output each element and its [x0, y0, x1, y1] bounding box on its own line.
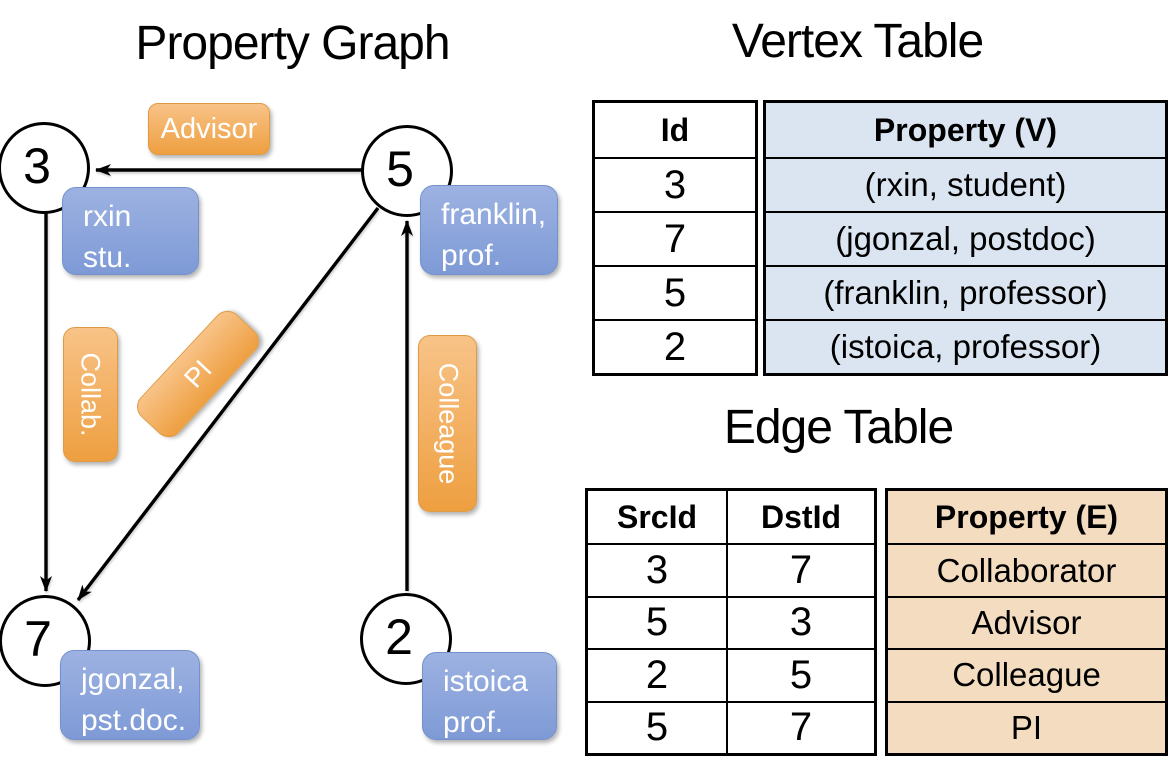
edge-dstid-cell: 5	[726, 648, 874, 701]
property-line: pst.doc.	[81, 704, 187, 738]
edge-table-title: Edge Table	[723, 401, 954, 454]
vertex-id-cell: 5	[595, 265, 755, 319]
edge-property-cell: Advisor	[888, 595, 1165, 649]
vertex-property-card-5: franklin, prof.	[420, 185, 558, 275]
edge-srcid-cell: 5	[588, 700, 726, 753]
edge-col-property-header: Property (E)	[888, 491, 1165, 544]
edge-label-collaborator: Collab.	[63, 327, 118, 462]
node-id-label: 2	[385, 609, 413, 665]
edge-srcid-cell: 5	[588, 595, 726, 648]
property-line: rxin	[83, 200, 132, 233]
node-id-label: 7	[24, 611, 52, 667]
edge-col-dstid-header: DstId	[726, 491, 874, 544]
edge-property-cell: Collaborator	[888, 543, 1165, 596]
edge-pi-arrow	[76, 206, 380, 602]
edge-label-text: Collab.	[76, 352, 107, 437]
edge-dstid-cell: 7	[726, 543, 874, 596]
vertex-table-property-column: Property (V) (rxin, student) (jgonzal, p…	[763, 100, 1168, 376]
property-line: jgonzal,	[81, 663, 185, 696]
vertex-property-card-7: jgonzal, pst.doc.	[60, 650, 200, 740]
vertex-id-cell: 7	[595, 211, 755, 265]
vertex-property-cell: (franklin, professor)	[766, 265, 1165, 319]
vertex-node-2: 2	[360, 593, 452, 685]
property-line: franklin,	[441, 198, 547, 231]
vertex-property-cell: (istoica, professor)	[766, 319, 1165, 373]
vertex-col-property-header: Property (V)	[766, 103, 1165, 157]
vertex-node-5: 5	[361, 125, 453, 217]
property-line: stu.	[83, 241, 132, 275]
edge-label-text: PI	[177, 354, 218, 394]
vertex-table-title: Vertex Table	[731, 15, 984, 68]
property-graph-title: Property Graph	[135, 17, 450, 70]
edge-label-advisor: Advisor	[148, 103, 270, 155]
vertex-property-card-3: rxin stu.	[62, 187, 199, 275]
property-line: prof.	[441, 239, 502, 273]
graph-edge-arrows	[40, 164, 413, 602]
property-line: istoica	[443, 665, 529, 698]
vertex-id-cell: 2	[595, 319, 755, 373]
node-id-label: 5	[386, 141, 414, 197]
edge-table-id-columns: SrcId DstId 3 7 5 3 2 5 5 7	[585, 488, 877, 756]
edge-label-text: Colleague	[433, 362, 463, 485]
edge-table-property-column: Property (E) Collaborator Advisor Collea…	[885, 488, 1168, 756]
vertex-id-cell: 3	[595, 157, 755, 211]
edge-label-colleague: Colleague	[418, 335, 477, 512]
edge-col-srcid-header: SrcId	[616, 498, 698, 535]
edge-property-cell: PI	[888, 700, 1165, 753]
edge-dstid-cell: 7	[726, 700, 874, 753]
vertex-property-card-2: istoica prof.	[422, 652, 557, 740]
edge-srcid-cell: 2	[588, 648, 726, 700]
node-id-label: 3	[23, 138, 51, 194]
vertex-col-id-header: Id	[660, 111, 690, 148]
edge-dstid-cell: 3	[726, 595, 874, 649]
vertex-property-cell: (jgonzal, postdoc)	[766, 211, 1165, 265]
vertex-table-id-column: Id 3 7 5 2	[592, 100, 758, 376]
edge-property-cell: Colleague	[888, 648, 1165, 701]
vertex-property-cell: (rxin, student)	[766, 157, 1165, 211]
edge-label-text: Advisor	[160, 112, 258, 145]
edge-srcid-cell: 3	[588, 543, 726, 595]
property-line: prof.	[443, 706, 504, 740]
